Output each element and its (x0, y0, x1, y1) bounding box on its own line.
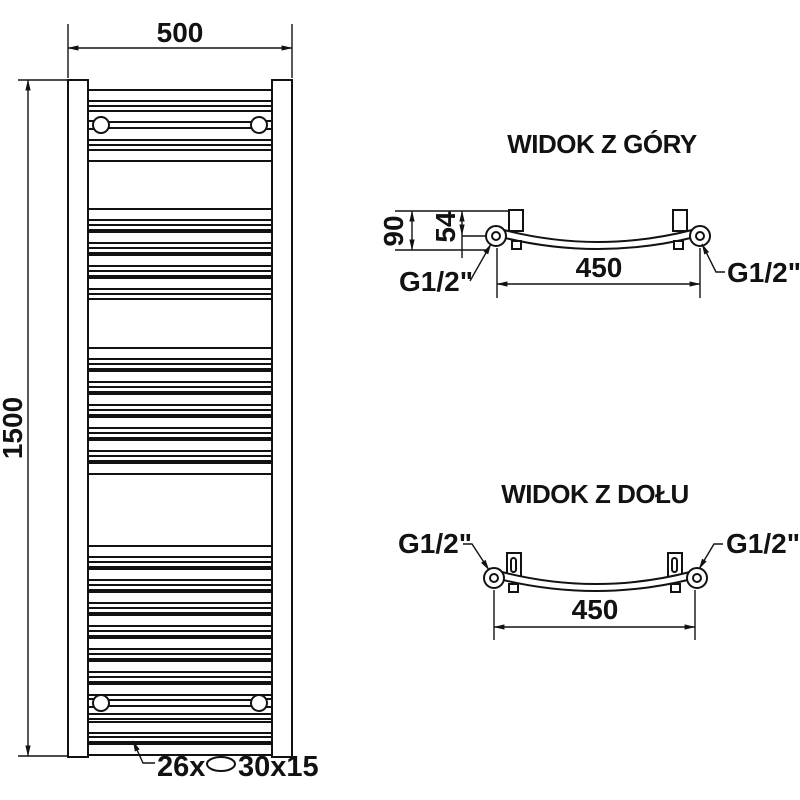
height-dimension-label: 1500 (0, 397, 28, 459)
oval-tube-profile-icon (206, 756, 236, 772)
mounting-bracket (508, 209, 524, 232)
rung-tube (87, 149, 273, 162)
bottom-view: WIDOK Z DOŁU 450 G1/2" G1/2" (398, 479, 800, 640)
rung-tube (87, 254, 273, 267)
left-connection-bore (491, 231, 501, 241)
bracket-foot (508, 583, 519, 593)
fitting-label-right: G1/2" (726, 528, 800, 559)
rung-tube (87, 416, 273, 429)
rung-tube (87, 439, 273, 452)
rung-tube-thin (87, 561, 273, 568)
tube-count-label: 26x (157, 751, 205, 783)
rung-tube (87, 591, 273, 604)
bracket-foot (511, 240, 522, 250)
bracket-circle (250, 694, 268, 712)
rung-tube (87, 89, 273, 102)
bottom-view-title: WIDOK Z DOŁU (501, 479, 689, 509)
bracket-bar (106, 121, 254, 129)
right-connection-bore (692, 573, 702, 583)
top-view-title: WIDOK Z GÓRY (507, 129, 697, 159)
rung-tube-thin (87, 676, 273, 683)
rung-tube-thin (87, 432, 273, 439)
rung-tube (87, 683, 273, 696)
width-dimension-label: 500 (157, 17, 204, 48)
tube-profile-leader (132, 740, 155, 764)
left-collector-tube (67, 79, 89, 758)
rung-tube-thin (87, 270, 273, 277)
rung-tube-thin (87, 363, 273, 370)
rung-tube (87, 568, 273, 581)
spacing-dimension-label: 450 (572, 594, 619, 625)
rung-tube-thin (87, 293, 273, 300)
left-connection-bore (489, 573, 499, 583)
rung-tube-thin (87, 607, 273, 614)
bracket-circle (92, 116, 110, 134)
fitting-label-left: G1/2" (398, 528, 472, 559)
rung-tube (87, 637, 273, 650)
rung-tube (87, 208, 273, 221)
rung-tube (87, 660, 273, 673)
rung-tube (87, 743, 273, 756)
rung-tube (87, 393, 273, 406)
top-view: WIDOK Z GÓRY 90 54 450 G1/2" G1/ (378, 129, 800, 298)
rung-tube (87, 614, 273, 627)
tube-profile-label: 30x15 (238, 751, 319, 783)
rung-tube (87, 462, 273, 475)
rung-tube (87, 277, 273, 290)
rung-tube-thin (87, 386, 273, 393)
rung-tube-thin (87, 224, 273, 231)
rung-tube-thin (87, 653, 273, 660)
rung-tube-thin (87, 247, 273, 254)
rung-tube (87, 545, 273, 558)
right-connection-bore (695, 231, 705, 241)
rung-tube-thin (87, 105, 273, 112)
fitting-leader (463, 543, 490, 571)
rung-tube (87, 370, 273, 383)
mounting-bracket (672, 209, 688, 232)
spacing-dimension-label: 450 (576, 252, 623, 283)
bracket-slot (671, 557, 678, 573)
rung-tube-thin (87, 584, 273, 591)
depth-dimension-label: 90 (378, 215, 409, 246)
bracket-foot (673, 240, 684, 250)
axis-depth-dimension-label: 54 (430, 211, 461, 243)
rung-tube-thin (87, 455, 273, 462)
fitting-label-right: G1/2" (727, 257, 800, 288)
rung-tube-thin (87, 139, 273, 146)
bracket-foot (670, 583, 681, 593)
horizontal-tubes (87, 89, 273, 756)
rung-tube (87, 347, 273, 360)
rung-tube-thin (87, 409, 273, 416)
bracket-slot (510, 557, 517, 573)
front-view: 500 1500 26x 30x15 (0, 17, 319, 783)
fitting-leader (698, 543, 723, 570)
wall-bracket-rows (87, 116, 273, 712)
fitting-leader (701, 243, 725, 273)
rung-tube (87, 231, 273, 244)
right-collector-tube (271, 79, 293, 758)
curved-rail (499, 228, 697, 250)
rung-tube (87, 721, 273, 734)
fitting-leader (469, 243, 492, 282)
curved-rail (497, 570, 694, 592)
bracket-bar (106, 699, 254, 707)
rung-tube-thin (87, 713, 273, 720)
rung-tube-thin (87, 630, 273, 637)
bracket-circle (92, 694, 110, 712)
fitting-label-left: G1/2" (399, 266, 473, 297)
bracket-circle (250, 116, 268, 134)
rung-tube-thin (87, 736, 273, 743)
